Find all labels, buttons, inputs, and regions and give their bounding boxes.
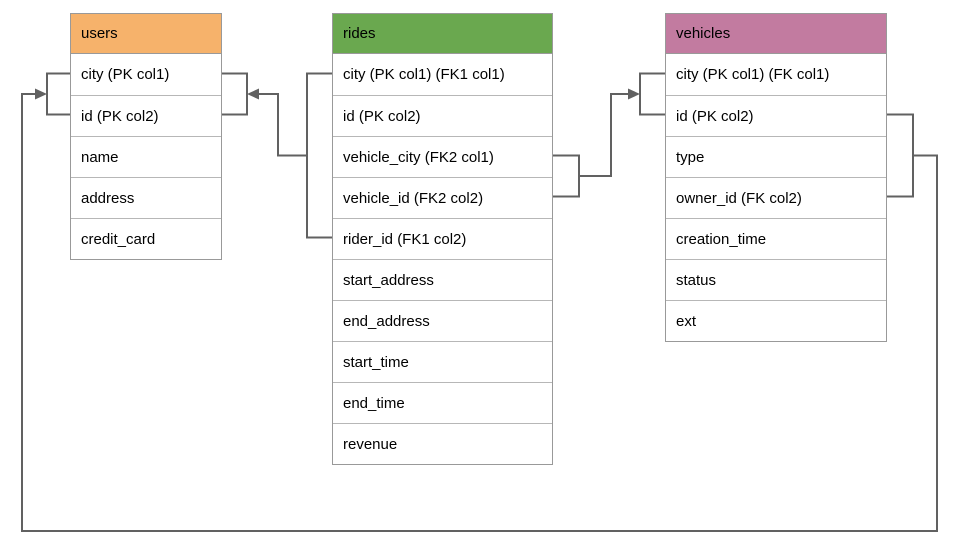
table-row: type (666, 136, 886, 177)
rides-right-bracket (553, 154, 580, 198)
arrow-vehicles-to-users (21, 72, 938, 532)
table-row: rider_id (FK1 col2) (333, 218, 552, 259)
arrow-rides-to-vehicles (553, 72, 665, 198)
table-row: start_time (333, 341, 552, 382)
table-vehicles: vehicles city (PK col1) (FK col1) id (PK … (665, 13, 887, 342)
table-row: city (PK col1) (81, 66, 170, 83)
table-row: end_address (333, 300, 552, 341)
table-row: id (PK col2) (666, 95, 886, 136)
arrow-rides-to-users (222, 72, 332, 239)
table-row: address (71, 177, 221, 218)
table-row: end_time (333, 382, 552, 423)
table-vehicles-header: vehicles (666, 14, 886, 54)
users-left-bracket (46, 72, 70, 116)
users-right-bracket (222, 72, 248, 116)
table-row: city (PK col1) (FK col1) (676, 66, 830, 83)
rides-to-users-stem (259, 93, 307, 157)
table-row: status (666, 259, 886, 300)
table-row: owner_id (FK col2) (666, 177, 886, 218)
table-row: id (PK col2) (333, 95, 552, 136)
table-rides-header: rides (333, 14, 552, 54)
table-row: vehicle_id (FK2 col2) (333, 177, 552, 218)
rides-left-bracket (306, 72, 332, 239)
table-row: city (PK col1) (FK1 col1) (343, 66, 505, 83)
table-row: id (PK col2) (71, 95, 221, 136)
vehicles-right-bracket (887, 113, 914, 198)
table-row: revenue (333, 423, 552, 464)
table-row: credit_card (71, 218, 221, 259)
table-users-header: users (71, 14, 221, 54)
vehicles-left-bracket (639, 72, 665, 116)
vehicles-to-users-stem (21, 93, 938, 532)
table-row: creation_time (666, 218, 886, 259)
arrowhead-right-icon (628, 88, 640, 100)
table-row: start_address (333, 259, 552, 300)
table-vehicles-columns: city (PK col1) (FK col1) id (PK col2)type… (666, 54, 886, 341)
rides-to-vehicles-stem (579, 93, 628, 177)
table-row: vehicle_city (FK2 col1) (333, 136, 552, 177)
arrowhead-right-icon (35, 88, 47, 100)
table-rides: rides city (PK col1) (FK1 col1) id (PK co… (332, 13, 553, 465)
arrowhead-left-icon (247, 88, 259, 100)
table-row: ext (666, 300, 886, 341)
table-row: name (71, 136, 221, 177)
table-rides-columns: city (PK col1) (FK1 col1)id (PK col2)veh… (333, 54, 552, 464)
